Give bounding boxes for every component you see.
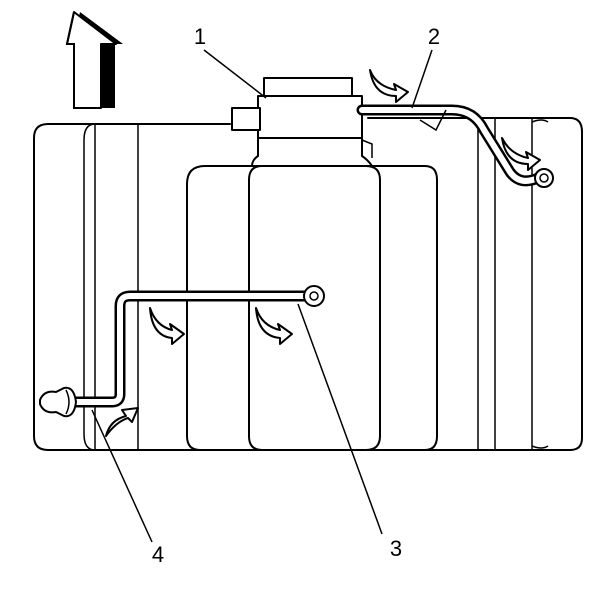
flow-arrow-icon <box>149 307 185 345</box>
leader-line-4 <box>91 409 153 543</box>
flow-arrow-icon <box>105 407 139 437</box>
callout-3: 3 <box>390 536 402 561</box>
fuel-pipe <box>66 285 325 408</box>
tank-bulge-inner <box>248 165 381 451</box>
flow-arrow-icon <box>369 69 409 103</box>
flow-arrow-icon <box>501 137 541 171</box>
callout-2: 2 <box>428 24 440 49</box>
up-arrow-icon <box>65 11 123 109</box>
tank-outline <box>33 117 583 451</box>
leader-line-2 <box>411 49 433 109</box>
flow-arrow-icon <box>255 307 293 345</box>
callout-4: 4 <box>152 542 164 567</box>
leader-line-1 <box>203 49 267 99</box>
fuel-pump-module <box>231 77 363 139</box>
vent-hose <box>356 104 554 188</box>
fuel-tank <box>33 117 583 451</box>
leader-line-3 <box>297 303 383 535</box>
tank-bulge-outer <box>186 165 438 451</box>
callout-1: 1 <box>194 24 206 49</box>
fill-neck-fitting <box>39 386 77 418</box>
